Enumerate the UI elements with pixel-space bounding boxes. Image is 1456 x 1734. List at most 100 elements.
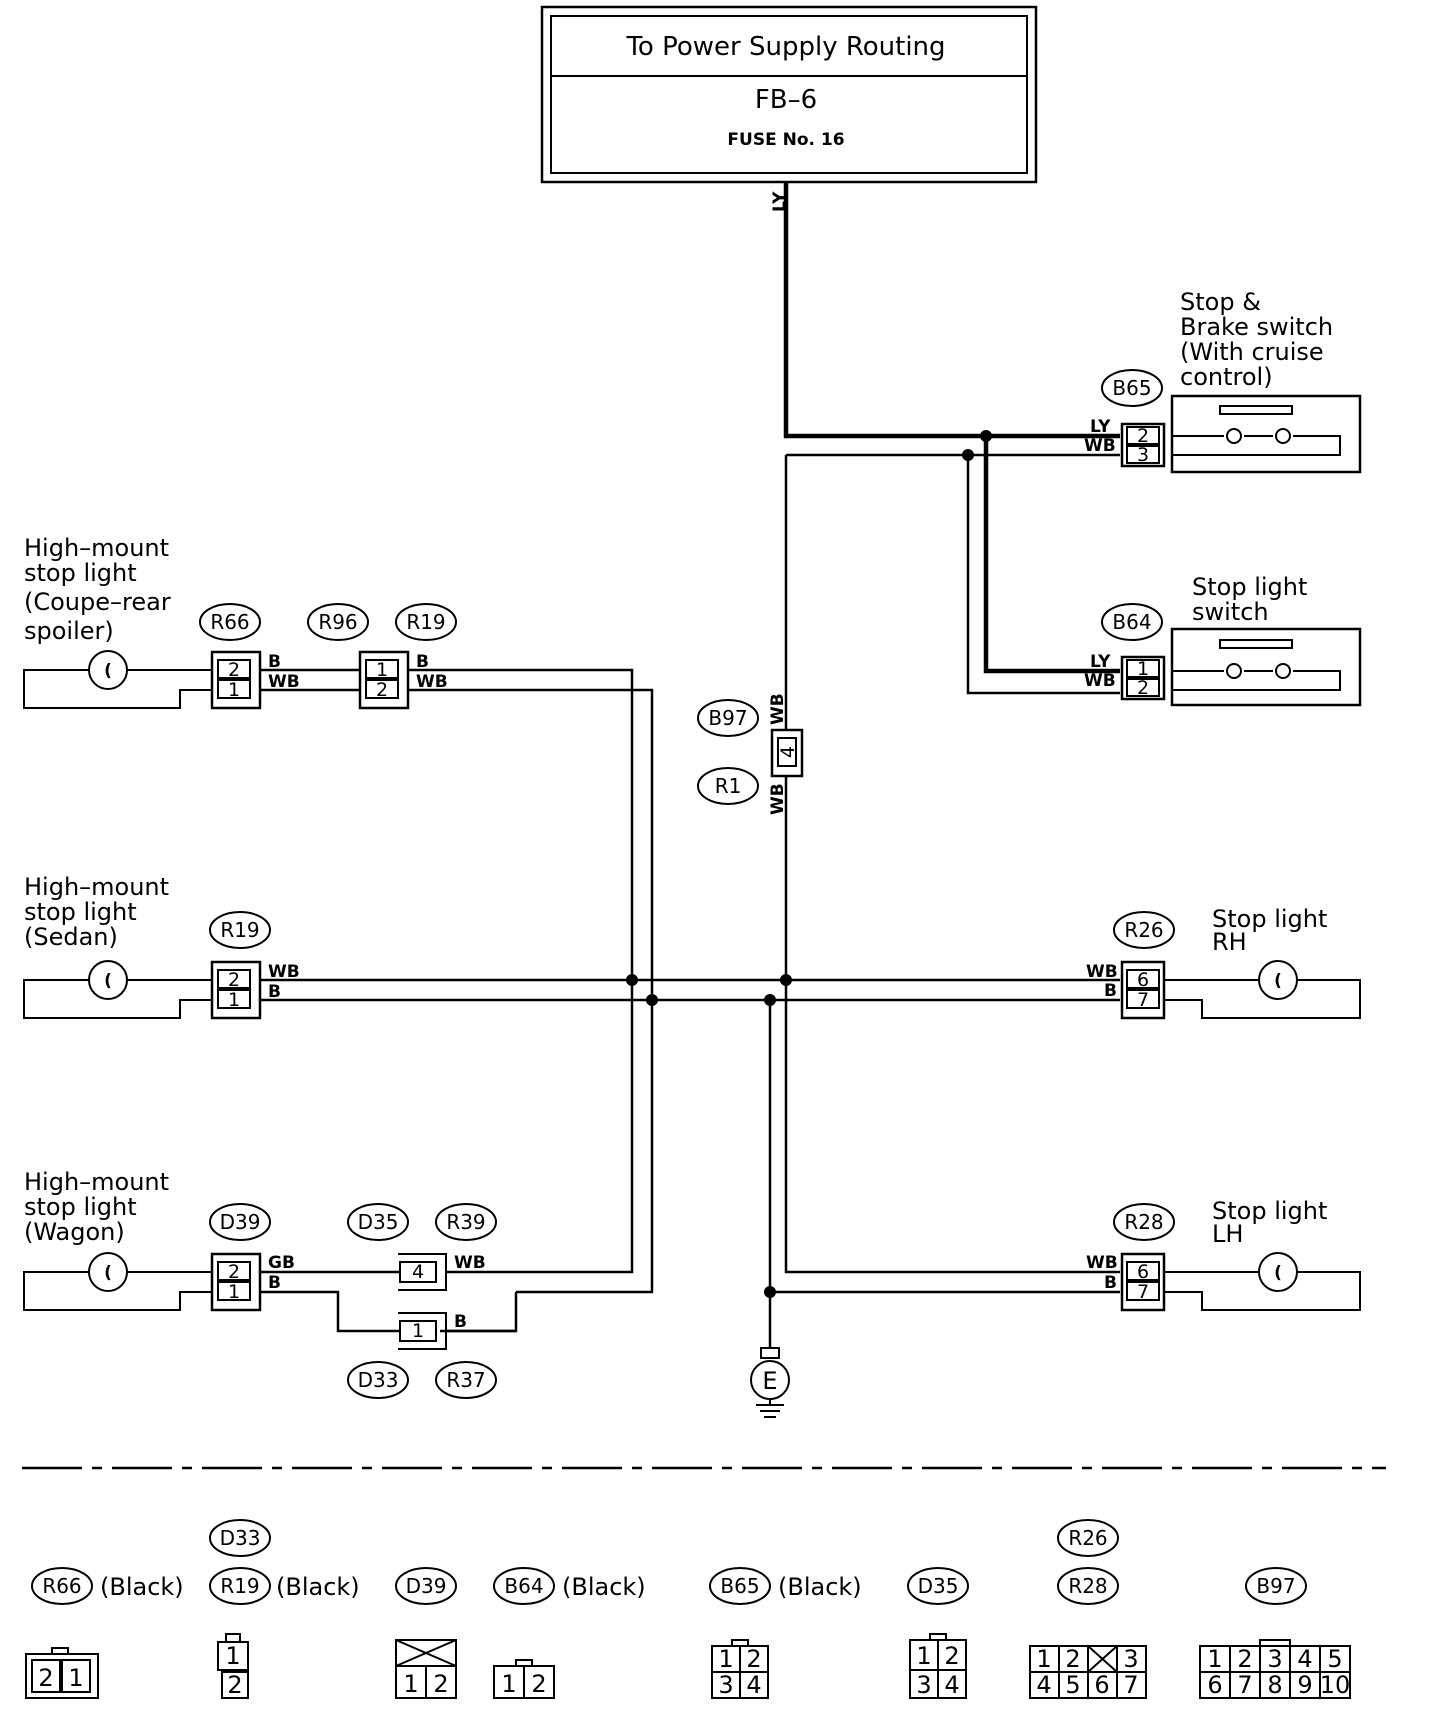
horizontal-bus xyxy=(260,430,1120,1333)
bulb-filament-wagon: ( xyxy=(104,1263,112,1283)
legend-b97-tag: B97 xyxy=(1256,1574,1295,1598)
legend-b65-pin-1: 1 xyxy=(718,1645,733,1673)
legend-b64-pin-2: 2 xyxy=(531,1670,546,1698)
ground-label: E xyxy=(762,1367,777,1395)
stop-brake-switch: 2 3 LY WB B65 Stop & Brake switch (With … xyxy=(1084,288,1362,474)
fuse-label: FUSE No. 16 xyxy=(727,130,844,150)
r19-coupe-pin-1: 1 xyxy=(376,659,388,681)
legend-r26-shape: 1 2 3 4 5 6 7 xyxy=(1029,1645,1147,1699)
r19-coupe-tag: R19 xyxy=(406,610,445,634)
r37-tag: R37 xyxy=(446,1368,485,1392)
b65-wire-wb: WB xyxy=(1084,436,1116,456)
legend-b64-shape: 1 2 xyxy=(493,1659,555,1699)
r66-wire-b: B xyxy=(268,652,281,672)
legend-d39-pin-2: 2 xyxy=(433,1670,448,1698)
legend-d39-tag: D39 xyxy=(406,1574,447,1598)
r19-sedan-wire-b: B xyxy=(268,982,281,1002)
b65-wire-ly: LY xyxy=(1090,417,1111,437)
r19-coupe-pin-2: 2 xyxy=(376,679,388,701)
stop-light-lh-label-2: LH xyxy=(1212,1220,1243,1248)
hm-sedan-label-3: (Sedan) xyxy=(24,923,118,951)
power-box-title: To Power Supply Routing xyxy=(625,32,945,62)
d35-tag: D35 xyxy=(358,1210,399,1234)
r26-wire-wb: WB xyxy=(1086,962,1118,982)
legend-b97-pin-3: 3 xyxy=(1267,1645,1282,1673)
wire-label-wb-b97: WB xyxy=(768,693,788,725)
r26-pin-2: 7 xyxy=(1137,989,1149,1011)
legend-r26-tag: R26 xyxy=(1068,1526,1107,1550)
b65-pin-1: 2 xyxy=(1137,425,1149,447)
legend-r26-pin-6: 6 xyxy=(1094,1671,1109,1699)
d39-pin-2: 1 xyxy=(228,1281,240,1303)
main-wires: LY xyxy=(768,182,1120,1294)
legend-r26-pin-3: 3 xyxy=(1123,1645,1138,1673)
r1-tag: R1 xyxy=(715,774,742,798)
power-box-code: FB–6 xyxy=(755,85,817,115)
legend-r19-pin-1: 1 xyxy=(225,1642,240,1670)
r19-coupe-wire-b: B xyxy=(416,652,429,672)
b64-pin-1: 1 xyxy=(1137,658,1149,680)
legend-b65-pin-2: 2 xyxy=(746,1645,761,1673)
stop-brake-switch-label-3: (With cruise xyxy=(1180,338,1324,366)
stop-light-switch: 1 2 LY WB B64 Stop light switch xyxy=(1084,573,1362,707)
stop-brake-switch-label-4: control) xyxy=(1180,363,1273,391)
hm-coupe-label-4: spoiler) xyxy=(24,617,114,645)
hm-wagon-label-3: (Wagon) xyxy=(24,1218,125,1246)
legend-b97-pin-6: 6 xyxy=(1207,1671,1222,1699)
d33-pin: 1 xyxy=(412,1320,424,1342)
r96-tag: R96 xyxy=(318,610,357,634)
legend-d35-shape: 1 2 3 4 xyxy=(909,1633,967,1699)
r26-pin-1: 6 xyxy=(1137,969,1149,991)
bulb-filament-coupe: ( xyxy=(104,661,112,681)
hm-coupe-label-3: (Coupe–rear xyxy=(24,588,171,616)
legend-b65-color: (Black) xyxy=(778,1573,862,1601)
hm-wagon-label-1: High–mount xyxy=(24,1168,169,1196)
stop-light-switch-label-1: Stop light xyxy=(1192,573,1307,601)
legend-b64-color: (Black) xyxy=(562,1573,646,1601)
legend-r19-pin-2: 2 xyxy=(227,1671,242,1699)
r66-pin-1: 2 xyxy=(228,659,240,681)
legend-r26-pin-7: 7 xyxy=(1123,1671,1138,1699)
ground-symbol: E xyxy=(750,1292,790,1418)
legend-r28-tag: R28 xyxy=(1068,1574,1107,1598)
b64-wire-ly: LY xyxy=(1090,652,1111,672)
r28-wire-wb: WB xyxy=(1086,1253,1118,1273)
legend-r26-pin-4: 4 xyxy=(1036,1671,1051,1699)
r28-pin-2: 7 xyxy=(1137,1281,1149,1303)
hm-wagon-label-2: stop light xyxy=(24,1193,137,1221)
r19-sedan-tag: R19 xyxy=(220,918,259,942)
hm-sedan-label-2: stop light xyxy=(24,898,137,926)
legend-b97-pin-4: 4 xyxy=(1297,1645,1312,1673)
high-mount-coupe: High–mount stop light (Coupe–rear spoile… xyxy=(23,534,457,710)
b97-tag: B97 xyxy=(708,706,747,730)
d39-pin-1: 2 xyxy=(228,1261,240,1283)
d39-tag: D39 xyxy=(220,1210,261,1234)
bulb-filament-lh: ( xyxy=(1274,1263,1282,1283)
hm-coupe-label-1: High–mount xyxy=(24,534,169,562)
legend-b97-pin-2: 2 xyxy=(1237,1645,1252,1673)
bulb-filament-sedan: ( xyxy=(104,971,112,991)
r66-wire-wb: WB xyxy=(268,672,300,692)
legend-r19-color: (Black) xyxy=(276,1573,360,1601)
legend-b97-pin-1: 1 xyxy=(1207,1645,1222,1673)
legend-r26-pin-1: 1 xyxy=(1036,1645,1051,1673)
r26-tag: R26 xyxy=(1124,918,1163,942)
legend-r19-shape: 1 2 xyxy=(217,1633,249,1699)
legend-b97-shape: 1 2 3 4 5 6 7 8 9 10 xyxy=(1199,1639,1351,1699)
r39-wire-wb: WB xyxy=(454,1253,486,1273)
d39-wire-gb: GB xyxy=(268,1253,295,1273)
legend-d35-pin-2: 2 xyxy=(944,1642,959,1670)
r37-wire-b: B xyxy=(454,1312,467,1332)
r28-wire-b: B xyxy=(1104,1273,1117,1293)
legend-r66-color: (Black) xyxy=(100,1573,184,1601)
legend-r66-tag: R66 xyxy=(42,1574,81,1598)
high-mount-sedan: High–mount stop light (Sedan) ( 2 1 WB B… xyxy=(23,873,300,1020)
d39-wire-b: B xyxy=(268,1273,281,1293)
hm-sedan-label-1: High–mount xyxy=(24,873,169,901)
r66-tag: R66 xyxy=(210,610,249,634)
legend-b65-pin-3: 3 xyxy=(718,1671,733,1699)
r19-sedan-pin-2: 1 xyxy=(228,989,240,1011)
legend-d33-tag: D33 xyxy=(220,1526,261,1550)
legend-b97-pin-5: 5 xyxy=(1327,1645,1342,1673)
